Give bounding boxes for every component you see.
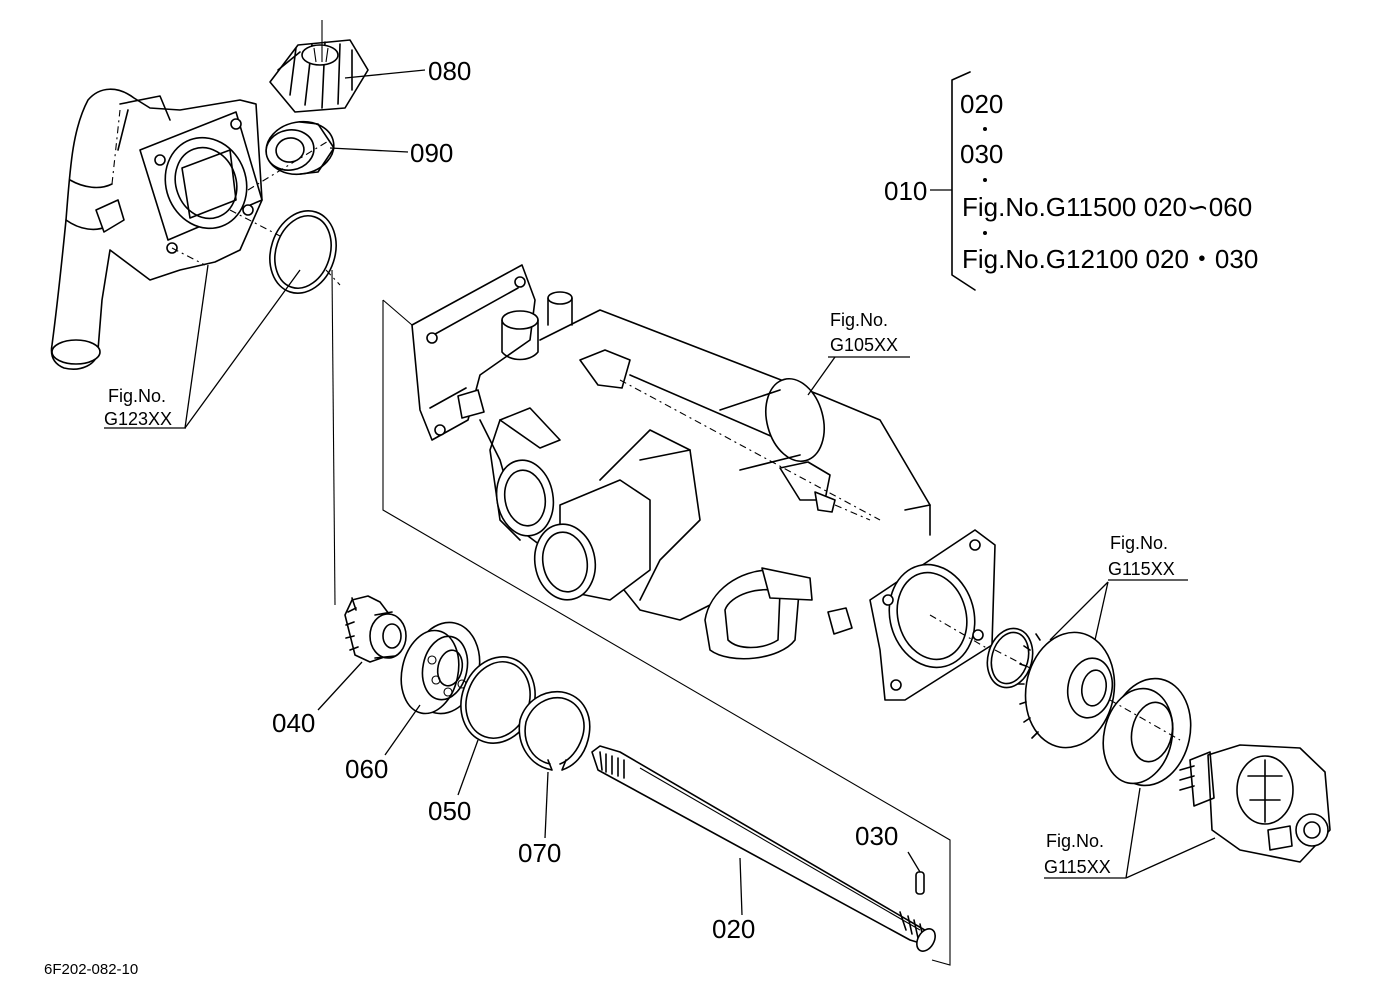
- leader-090: [329, 147, 409, 153]
- callout-010[interactable]: 010: [884, 176, 927, 206]
- leader-g123: [184, 264, 209, 429]
- assembly-boundary: [382, 299, 413, 326]
- leader-g115-bot: [1125, 837, 1216, 879]
- legend-dot: [983, 231, 987, 235]
- leader-020: [739, 857, 743, 916]
- ring-050[interactable]: [449, 646, 547, 753]
- spur-gear-right: [1017, 631, 1116, 749]
- legend-line-1: 020: [960, 89, 1003, 119]
- ref-g115-top-line1[interactable]: Fig.No.: [1110, 533, 1168, 553]
- centerline: [994, 649, 1181, 741]
- legend-bracket: [951, 71, 976, 291]
- gear-040[interactable]: [344, 595, 407, 663]
- differential-right: [1179, 744, 1331, 863]
- callout-070[interactable]: 070: [518, 838, 561, 868]
- legend-line-4: Fig.No.G12100 020・030: [962, 244, 1258, 274]
- callout-090[interactable]: 090: [410, 138, 453, 168]
- leader-030: [907, 851, 921, 873]
- legend-dot: [983, 127, 987, 131]
- centerline: [229, 139, 341, 286]
- ref-g105-line2[interactable]: G105XX: [830, 335, 898, 355]
- bevel-gear-080[interactable]: [269, 20, 369, 113]
- leader-g115-bot: [1125, 787, 1141, 879]
- pin-030[interactable]: [915, 871, 925, 895]
- diagram-code: 6F202-082-10: [44, 961, 138, 978]
- part-legend: 010 020 030 Fig.No.G11500 020∽060 Fig.No…: [884, 71, 1258, 291]
- leader-080: [344, 69, 426, 79]
- leader-060: [384, 704, 421, 756]
- bearing-060[interactable]: [394, 616, 488, 720]
- leader-g123: [184, 269, 301, 429]
- leader-050: [457, 739, 479, 796]
- leader-070: [544, 771, 549, 839]
- ref-g115-bot-line2[interactable]: G115XX: [1044, 857, 1111, 877]
- callout-050[interactable]: 050: [428, 796, 471, 826]
- leader-g115-top: [1049, 581, 1109, 641]
- shaft-020[interactable]: [591, 745, 939, 954]
- centerline: [111, 109, 206, 266]
- leader-g105: [807, 356, 836, 396]
- ref-g123-line1[interactable]: Fig.No.: [108, 386, 166, 406]
- callout-080[interactable]: 080: [428, 56, 471, 86]
- ref-g115-top-line2[interactable]: G115XX: [1108, 559, 1175, 579]
- snap-ring-070[interactable]: [518, 691, 591, 771]
- assembly-boundary: [382, 300, 951, 966]
- leader-040: [317, 661, 363, 711]
- legend-line-2: 030: [960, 139, 1003, 169]
- ref-g115-bot-line1[interactable]: Fig.No.: [1046, 831, 1104, 851]
- centerline: [619, 379, 991, 651]
- ref-g105-line1[interactable]: Fig.No.: [830, 310, 888, 330]
- gear-case-housing: [50, 88, 263, 370]
- assembly-boundary: [331, 269, 336, 606]
- axle-housing: [411, 264, 996, 701]
- callout-040[interactable]: 040: [272, 708, 315, 738]
- leader-g115-top: [1094, 581, 1109, 641]
- callout-020[interactable]: 020: [712, 914, 755, 944]
- legend-dot: [983, 178, 987, 182]
- bearing-right: [1102, 677, 1192, 787]
- bearing-090[interactable]: [262, 116, 338, 179]
- legend-line-3: Fig.No.G11500 020∽060: [962, 192, 1252, 222]
- o-ring-housing: [269, 210, 337, 294]
- o-ring-right: [986, 627, 1034, 689]
- ref-g123-line2[interactable]: G123XX: [104, 409, 172, 429]
- callout-060[interactable]: 060: [345, 754, 388, 784]
- callout-030[interactable]: 030: [855, 821, 898, 851]
